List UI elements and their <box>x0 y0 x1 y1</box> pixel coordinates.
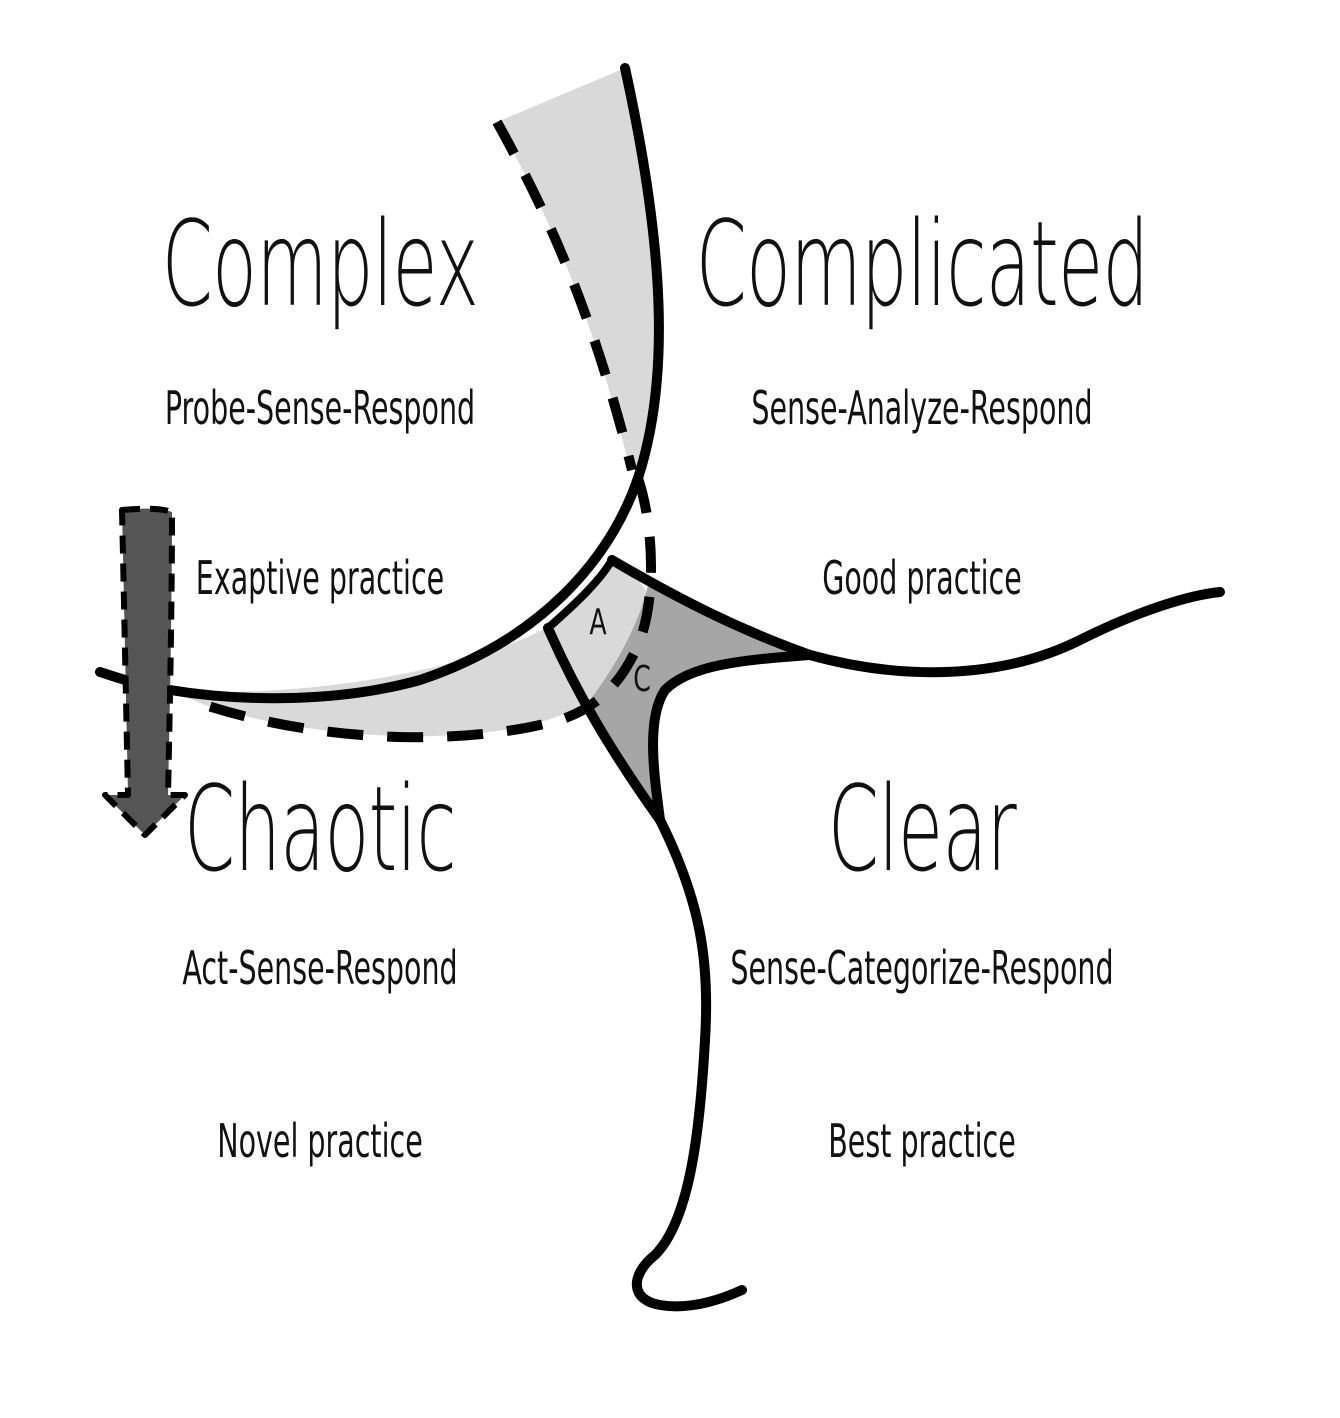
complex-title: Complex <box>161 195 479 333</box>
complicated-clear-boundary <box>607 555 1225 678</box>
dashed-center-edge <box>203 476 656 743</box>
clear-title: Clear <box>827 760 1017 898</box>
complex-practice: Exaptive practice <box>195 551 445 605</box>
down-arrow-icon <box>102 505 188 838</box>
chaotic-approach: Act-Sense-Respond <box>182 941 458 995</box>
clear-lower-boundary <box>631 650 815 1312</box>
dashed-complex-edge <box>492 119 637 472</box>
top-shaded-region <box>497 68 657 470</box>
complicated-approach: Sense-Analyze-Respond <box>751 381 1093 435</box>
chaotic-title: Chaotic <box>184 760 457 898</box>
clear-approach: Sense-Categorize-Respond <box>730 941 1114 995</box>
left-shaded-region <box>170 620 590 737</box>
aporetic-divider <box>544 556 616 632</box>
aporetic-region <box>548 558 650 700</box>
chaotic-practice: Novel practice <box>217 1114 423 1168</box>
confused-marker: C <box>633 659 651 700</box>
complex-approach: Probe-Sense-Respond <box>164 381 476 435</box>
clear-practice: Best practice <box>828 1114 1016 1168</box>
complicated-title: Complicated <box>695 195 1149 333</box>
aporetic-marker: A <box>589 602 607 643</box>
chaotic-clear-boundary <box>543 623 665 825</box>
complicated-practice: Good practice <box>822 551 1022 605</box>
